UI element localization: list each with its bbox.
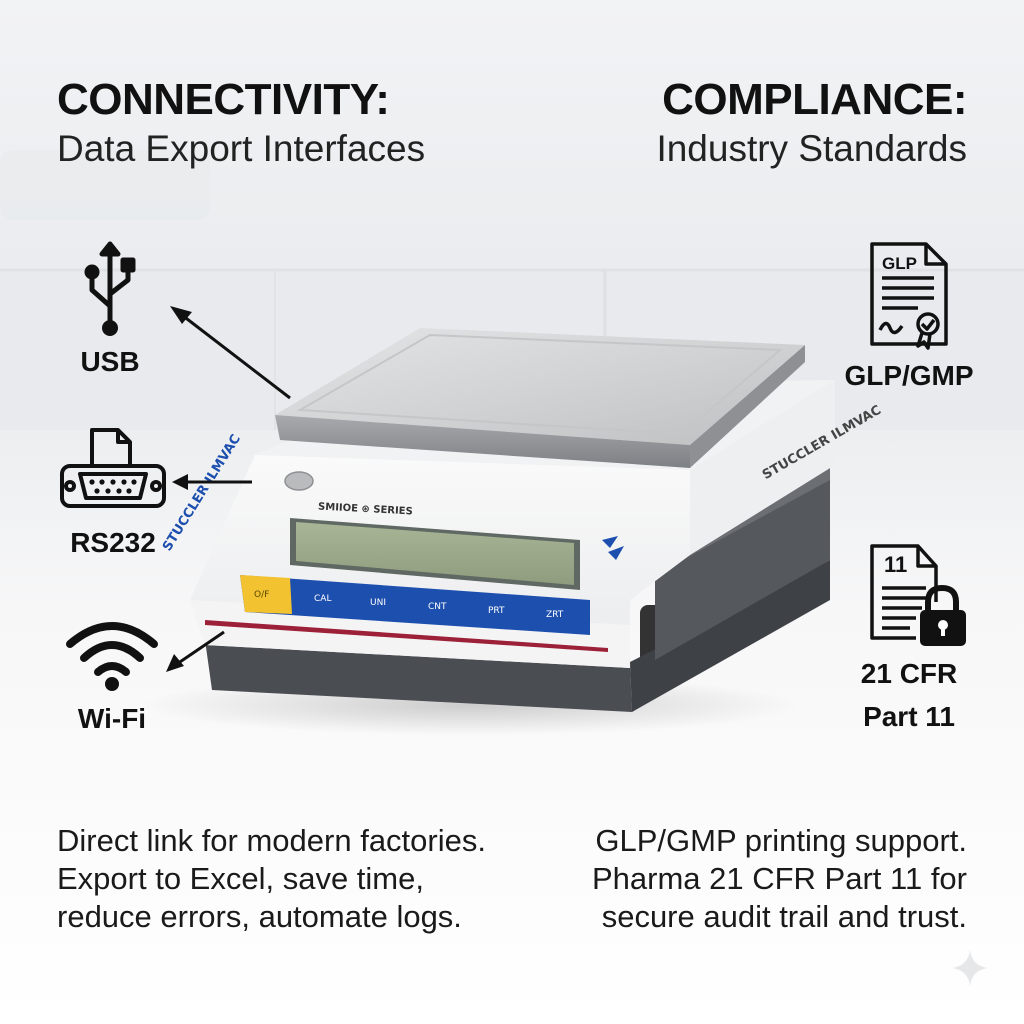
compliance-subheading: Industry Standards — [656, 128, 967, 169]
rs232-label: RS232 — [70, 527, 156, 558]
key-onoff[interactable]: O/F — [254, 590, 270, 600]
usb-arrow — [170, 306, 291, 400]
compliance-body-line: Pharma 21 CFR Part 11 for — [591, 860, 967, 896]
rs232-arrow — [172, 474, 252, 490]
connectivity-body-line: Export to Excel, save time, — [57, 860, 424, 896]
connectivity-body: Direct link for modern factories. Export… — [57, 822, 486, 935]
sparkle-icon — [952, 950, 988, 986]
key-print[interactable]: PRT — [488, 606, 505, 616]
cfr-icon-text: 11 — [884, 552, 908, 577]
compliance-heading: COMPLIANCE: — [662, 75, 967, 124]
connectivity-subheading: Data Export Interfaces — [57, 128, 426, 169]
key-count[interactable]: CNT — [428, 602, 447, 612]
glp-icon-text: GLP — [882, 254, 917, 273]
wifi-arrow — [166, 630, 225, 672]
key-zero[interactable]: ZRT — [546, 610, 564, 620]
usb-icon — [84, 241, 136, 336]
connectivity-heading: CONNECTIVITY: — [57, 75, 390, 124]
usb-label: USB — [80, 346, 140, 377]
compliance-body: GLP/GMP printing support. Pharma 21 CFR … — [592, 822, 967, 935]
wifi-label: Wi-Fi — [77, 703, 147, 734]
compliance-body-line: secure audit trail and trust. — [601, 898, 967, 934]
cfr-label-line2: Part 11 — [863, 701, 955, 732]
locked-document-icon — [870, 544, 966, 646]
compliance-body-line: GLP/GMP printing support. — [595, 823, 967, 858]
serial-port-icon — [60, 428, 166, 508]
connectivity-body-line: Direct link for modern factories. — [57, 823, 486, 858]
key-unit[interactable]: UNI — [370, 598, 386, 608]
certified-document-icon — [870, 242, 948, 350]
glp-gmp-label: GLP/GMP — [844, 360, 974, 391]
cfr-label-line1: 21 CFR — [860, 658, 958, 689]
key-cal[interactable]: CAL — [314, 594, 332, 604]
wifi-icon — [66, 622, 158, 691]
connectivity-body-line: reduce errors, automate logs. — [57, 898, 462, 934]
